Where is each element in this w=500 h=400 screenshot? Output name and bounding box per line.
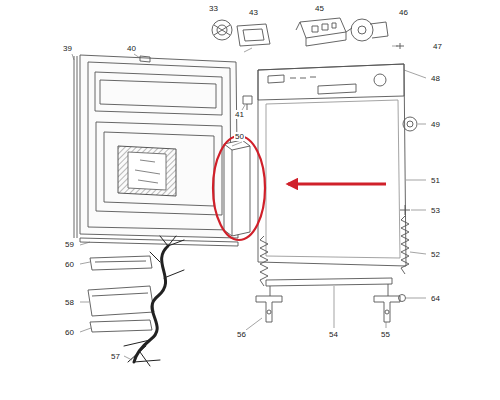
callout-number: 58 (64, 298, 75, 307)
callout-number: 43 (248, 8, 259, 17)
callout-number: 56 (236, 330, 247, 339)
callout-number: 47 (432, 42, 443, 51)
callout-number: 57 (110, 352, 121, 361)
callout-number: 33 (208, 4, 219, 13)
callout-number: 55 (380, 330, 391, 339)
callout-number: 52 (430, 250, 441, 259)
callout-number: 59 (64, 240, 75, 249)
callout-number: 48 (430, 74, 441, 83)
callout-number: 51 (430, 176, 441, 185)
callout-number: 46 (398, 8, 409, 17)
callout-number: 50 (234, 132, 245, 141)
callout-number: 54 (328, 330, 339, 339)
callout-number: 49 (430, 120, 441, 129)
callout-number: 60 (64, 328, 75, 337)
callout-number: 40 (126, 44, 137, 53)
callout-number: 45 (314, 4, 325, 13)
callout-number: 60 (64, 260, 75, 269)
callout-number: 41 (234, 110, 245, 119)
callout-number: 39 (62, 44, 73, 53)
callout-number: 64 (430, 294, 441, 303)
callout-number: 53 (430, 206, 441, 215)
